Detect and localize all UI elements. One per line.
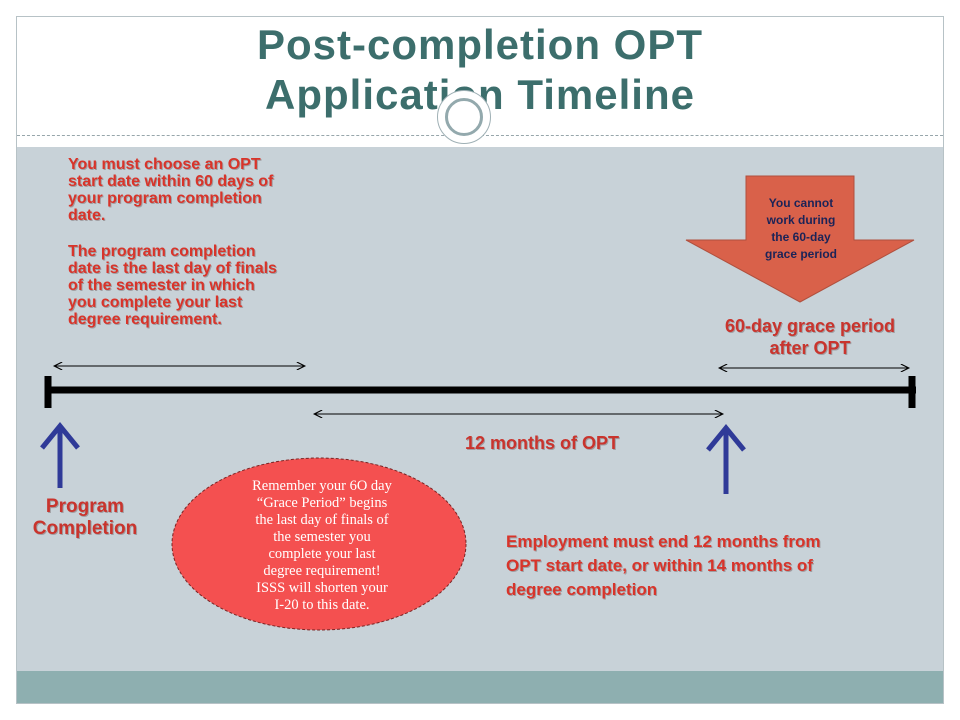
completion-date-note: The program completion date is the last … — [68, 243, 328, 328]
circle-ornament-ring — [445, 98, 483, 136]
grace-period-label-line: after OPT — [769, 338, 851, 358]
employment-end-note: Employment must end 12 months from OPT s… — [506, 530, 926, 602]
employment-note-line: OPT start date, or within 14 months of — [506, 556, 813, 575]
opt-start-note-line: start date within 60 days of — [68, 173, 274, 190]
grace-arrow-text-line: the 60-day — [771, 230, 831, 244]
reminder-text-line: “Grace Period” begins — [256, 495, 388, 511]
reminder-text: Remember your 6O day “Grace Period” begi… — [207, 478, 437, 614]
opt-start-note-line: You must choose an OPT — [68, 156, 261, 173]
slide-title-line-1: Post-completion OPT — [256, 21, 703, 68]
program-completion-label-line: Completion — [32, 518, 138, 539]
reminder-text-line: complete your last — [268, 546, 376, 562]
reminder-text-line: the semester you — [273, 529, 371, 545]
grace-period-label: 60-day grace period after OPT — [690, 315, 930, 359]
grace-arrow-text-line: You cannot — [768, 196, 834, 210]
grace-period-down-arrow — [685, 175, 915, 303]
completion-note-line: date is the last day of finals — [68, 260, 277, 277]
grace-arrow-text-line: grace period — [764, 247, 838, 261]
reminder-text-line: Remember your 6O day — [252, 478, 392, 494]
reminder-text-line: degree requirement! — [263, 563, 381, 579]
grace-period-label-line: 60-day grace period — [724, 316, 896, 336]
grace-arrow-text: You cannot work during the 60-day grace … — [745, 195, 857, 263]
opt-start-date-note: You must choose an OPT start date within… — [68, 156, 328, 224]
grace-arrow-text-line: work during — [766, 213, 836, 227]
footer-bar — [17, 671, 943, 703]
opt-start-note-line: your program completion — [68, 190, 262, 207]
reminder-text-line: ISSS will shorten your — [256, 580, 388, 596]
circle-ornament — [437, 90, 491, 144]
completion-note-line: you complete your last — [68, 294, 243, 311]
reminder-text-line: the last day of finals of — [255, 512, 389, 528]
completion-note-line: of the semester in which — [68, 277, 255, 294]
opt-duration-label: 12 months of OPT — [464, 433, 619, 453]
completion-note-line: degree requirement. — [68, 311, 222, 328]
employment-note-line: Employment must end 12 months from — [506, 532, 821, 551]
program-completion-up-arrow — [40, 422, 80, 488]
opt-end-up-arrow — [706, 424, 746, 494]
reminder-ellipse — [171, 457, 467, 631]
program-completion-label: Program Completion — [14, 496, 156, 540]
opt-start-note-line: date. — [68, 207, 106, 224]
program-completion-label-line: Program — [45, 496, 125, 517]
completion-note-line: The program completion — [68, 243, 256, 260]
employment-note-line: degree completion — [506, 580, 658, 599]
reminder-text-line: I-20 to this date. — [274, 597, 370, 613]
